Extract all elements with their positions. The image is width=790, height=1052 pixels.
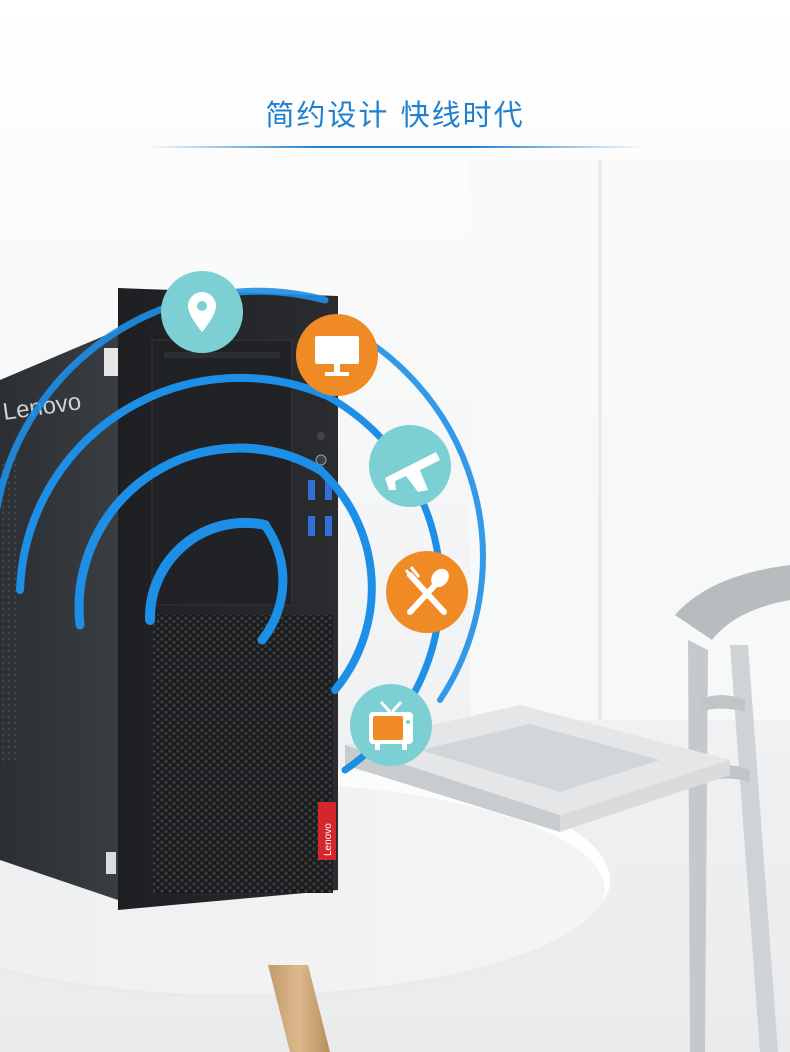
tower-side-panel [0,330,118,900]
audio-jack [317,432,325,440]
usb-port [325,516,332,536]
headline-underline [145,146,645,148]
power-button [315,454,327,466]
window-light [470,160,790,720]
qr-sticker [104,348,118,376]
usb-port [308,480,315,500]
chair [675,565,790,1052]
signal-waves [0,287,486,774]
cert-sticker [106,852,116,874]
front-mesh-grille [153,615,333,893]
side-vent [2,452,20,765]
front-lenovo-badge [318,802,336,860]
tv-icon [350,684,432,766]
airplane-icon [369,425,451,507]
front-lenovo-logo: Lenovo [323,823,334,856]
monitor-icon [296,314,378,396]
page-headline: 简约设计 快线时代 [265,98,525,132]
usb-port [325,480,332,500]
optical-drive-slot [164,352,280,358]
dining-icon [386,551,468,633]
location-pin-icon [161,271,243,353]
notebook [345,705,730,832]
usb-port [308,516,315,536]
desktop-tower: Lenovo Lenovo [0,288,338,910]
